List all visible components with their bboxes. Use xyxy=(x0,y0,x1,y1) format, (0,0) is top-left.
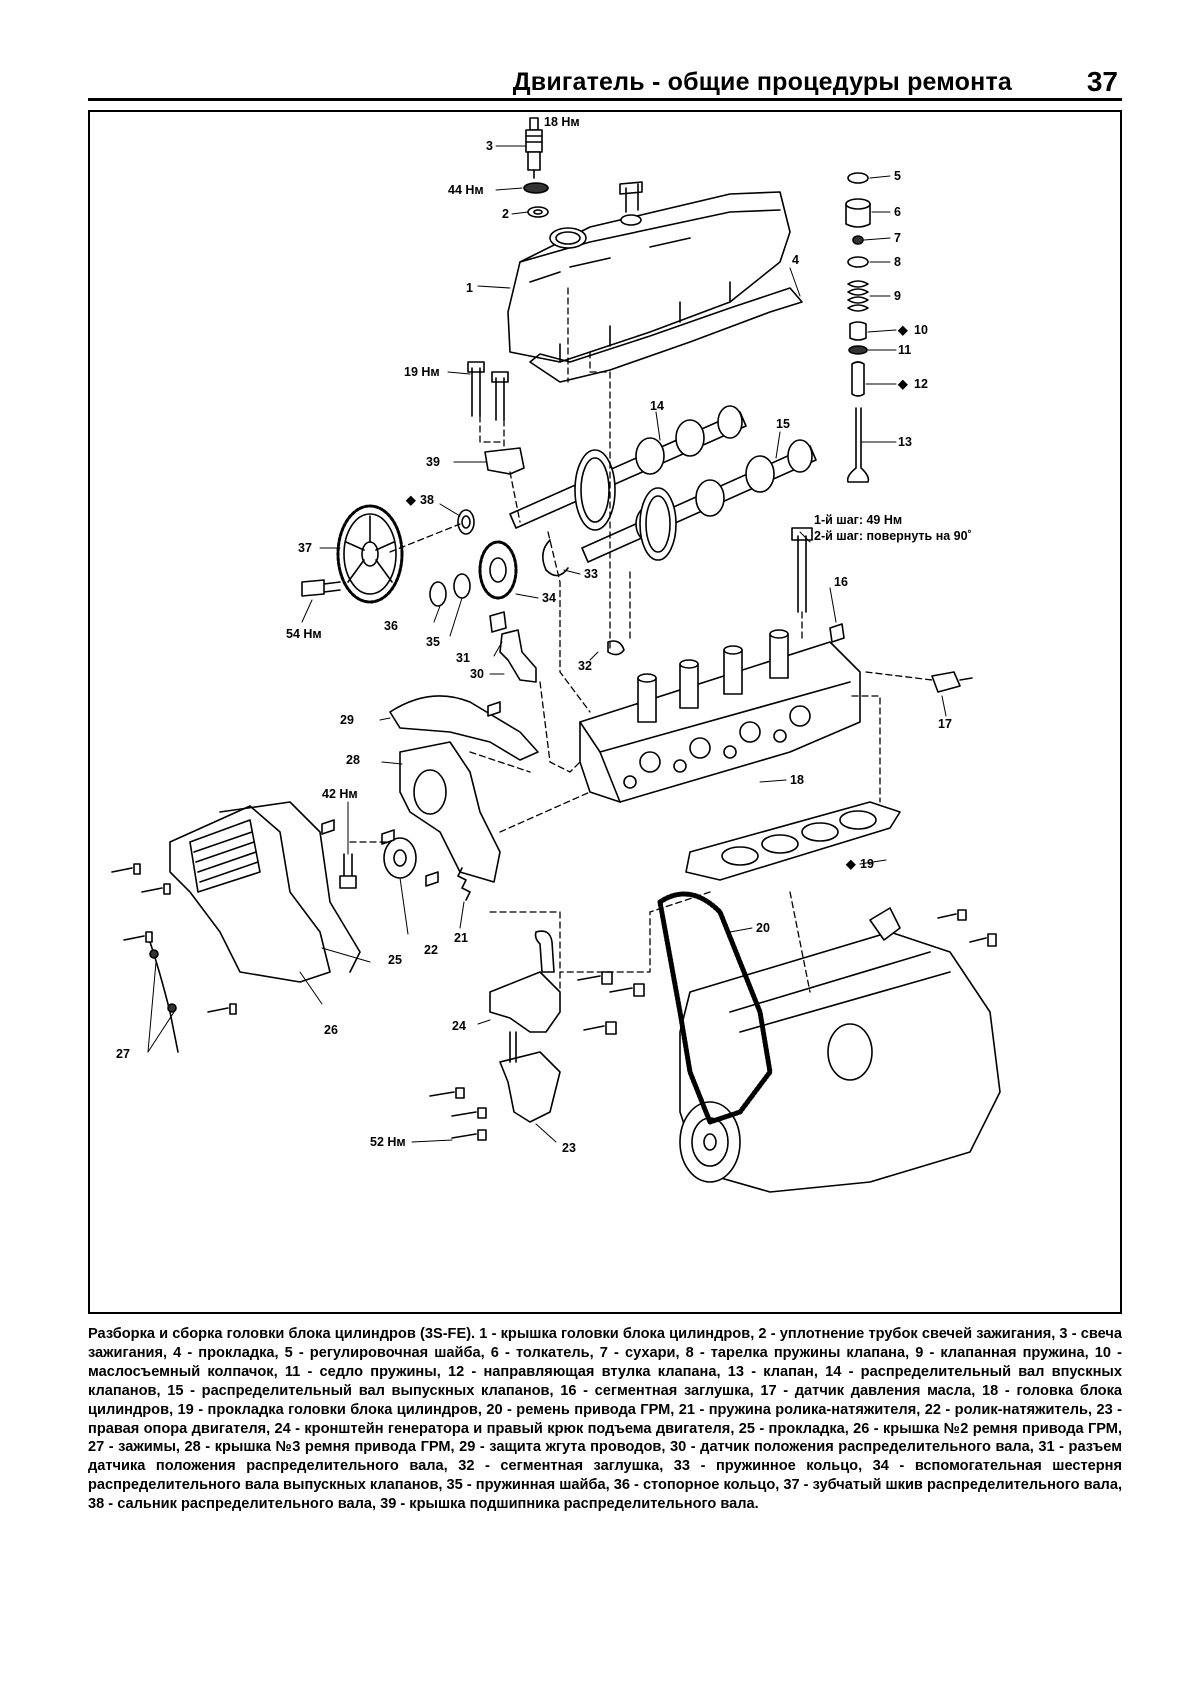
diagram-frame: 3 2 1 4 5 6 7 8 9 ◆ 10 11 ◆ 12 13 14 15 … xyxy=(88,110,1122,1314)
exhaust-camshaft xyxy=(581,439,817,563)
cylinder-head xyxy=(579,629,861,803)
tensioner-pulley xyxy=(383,837,417,879)
callout-3: 3 xyxy=(486,139,493,153)
torque-54: 54 Нм xyxy=(286,627,322,641)
page-header: Двигатель - общие процедуры ремонта 37 xyxy=(88,62,1122,102)
callout-27: 27 xyxy=(116,1047,130,1061)
bearing-cap-bolt xyxy=(491,371,509,421)
assembly-guide-lines xyxy=(349,287,933,993)
callout-26: 26 xyxy=(324,1023,338,1037)
camshaft-oil-seal xyxy=(457,509,475,535)
camshaft-sensor-connector xyxy=(489,611,507,633)
timing-belt-cover-3 xyxy=(399,741,501,883)
callout-34: 34 xyxy=(542,591,556,605)
replace-mark-19: ◆ xyxy=(845,857,857,871)
callout-5: 5 xyxy=(894,169,901,183)
torque-step-1: 1-й шаг: 49 Нм xyxy=(814,513,902,527)
wave-washer xyxy=(453,573,471,599)
timing-belt-cover-2 xyxy=(169,805,331,983)
wire-harness-protector xyxy=(389,695,539,761)
snap-ring xyxy=(429,581,447,607)
callout-10: 10 xyxy=(914,323,928,337)
header-rule xyxy=(88,98,1122,101)
torque-42: 42 Нм xyxy=(322,787,358,801)
callout-23: 23 xyxy=(562,1141,576,1155)
camshaft-sub-gear xyxy=(478,540,518,600)
replace-mark-10: ◆ xyxy=(897,323,909,337)
tensioner-bolt xyxy=(339,853,357,889)
torque-52: 52 Нм xyxy=(370,1135,406,1149)
camshaft-timing-pulley xyxy=(336,504,404,604)
camshaft-snap-ring xyxy=(542,539,569,577)
callout-35: 35 xyxy=(426,635,440,649)
callout-28: 28 xyxy=(346,753,360,767)
bearing-cap-bolt xyxy=(467,361,485,417)
figure-caption: Разборка и сборка головки блока цилиндро… xyxy=(88,1326,1122,1513)
callout-21: 21 xyxy=(454,931,468,945)
camshaft-position-sensor xyxy=(499,629,537,683)
callout-37: 37 xyxy=(298,541,312,555)
oil-pressure-sensor xyxy=(931,671,973,693)
callout-38: 38 xyxy=(420,493,434,507)
replace-mark-38: ◆ xyxy=(405,493,417,507)
callout-32: 32 xyxy=(578,659,592,673)
callout-31: 31 xyxy=(456,651,470,665)
callout-22: 22 xyxy=(424,943,438,957)
torque-step-2: 2-й шаг: повернуть на 90˚ xyxy=(814,529,972,543)
plug-tube-washer xyxy=(523,182,549,194)
callout-33: 33 xyxy=(584,567,598,581)
callout-4: 4 xyxy=(792,253,799,267)
callout-29: 29 xyxy=(340,713,354,727)
callout-9: 9 xyxy=(894,289,901,303)
engine-block xyxy=(679,907,1001,1193)
exploded-engine-diagram: 3 2 1 4 5 6 7 8 9 ◆ 10 11 ◆ 12 13 14 15 … xyxy=(111,115,1001,1193)
torque-44: 44 Нм xyxy=(448,183,484,197)
cylinder-head-bolt xyxy=(791,527,813,613)
callout-39: 39 xyxy=(426,455,440,469)
plug-tube-seal xyxy=(527,206,549,218)
callout-20: 20 xyxy=(756,921,770,935)
tensioner-spring xyxy=(457,867,471,901)
callout-19: 19 xyxy=(860,857,874,871)
callout-14: 14 xyxy=(650,399,664,413)
alternator-bracket xyxy=(489,930,561,1033)
valve-train-parts xyxy=(845,172,871,483)
cylinder-head-gasket xyxy=(685,801,901,881)
torque-19: 19 Нм xyxy=(404,365,440,379)
valve-cover xyxy=(507,181,791,363)
callout-12: 12 xyxy=(914,377,928,391)
section-title: Двигатель - общие процедуры ремонта xyxy=(512,68,1012,96)
small-bolts xyxy=(111,701,501,1015)
timing-belt xyxy=(657,891,773,1125)
engine-mount-bracket xyxy=(499,1031,561,1123)
torque-spark-plug: 18 Нм xyxy=(544,115,580,129)
semi-circular-plug xyxy=(829,623,845,643)
callout-1: 1 xyxy=(466,281,473,295)
replace-mark-12: ◆ xyxy=(897,377,909,391)
semi-circular-plug-2 xyxy=(607,640,625,656)
callout-2: 2 xyxy=(502,207,509,221)
callout-13: 13 xyxy=(898,435,912,449)
timing-cover-gasket xyxy=(219,801,361,973)
callout-17: 17 xyxy=(938,717,952,731)
callout-6: 6 xyxy=(894,205,901,219)
spark-plug xyxy=(525,117,543,179)
camshaft-bearing-cap xyxy=(484,447,525,475)
callout-16: 16 xyxy=(834,575,848,589)
callout-7: 7 xyxy=(894,231,901,245)
callout-15: 15 xyxy=(776,417,790,431)
callout-30: 30 xyxy=(470,667,484,681)
callout-8: 8 xyxy=(894,255,901,269)
intake-camshaft xyxy=(509,405,747,531)
callout-leaders xyxy=(147,145,947,1143)
page-number: 37 xyxy=(1086,66,1118,97)
pulley-bolt xyxy=(301,579,341,597)
callout-36: 36 xyxy=(384,619,398,633)
callout-24: 24 xyxy=(452,1019,466,1033)
callout-25: 25 xyxy=(388,953,402,967)
callout-18: 18 xyxy=(790,773,804,787)
callout-11: 11 xyxy=(898,343,911,357)
